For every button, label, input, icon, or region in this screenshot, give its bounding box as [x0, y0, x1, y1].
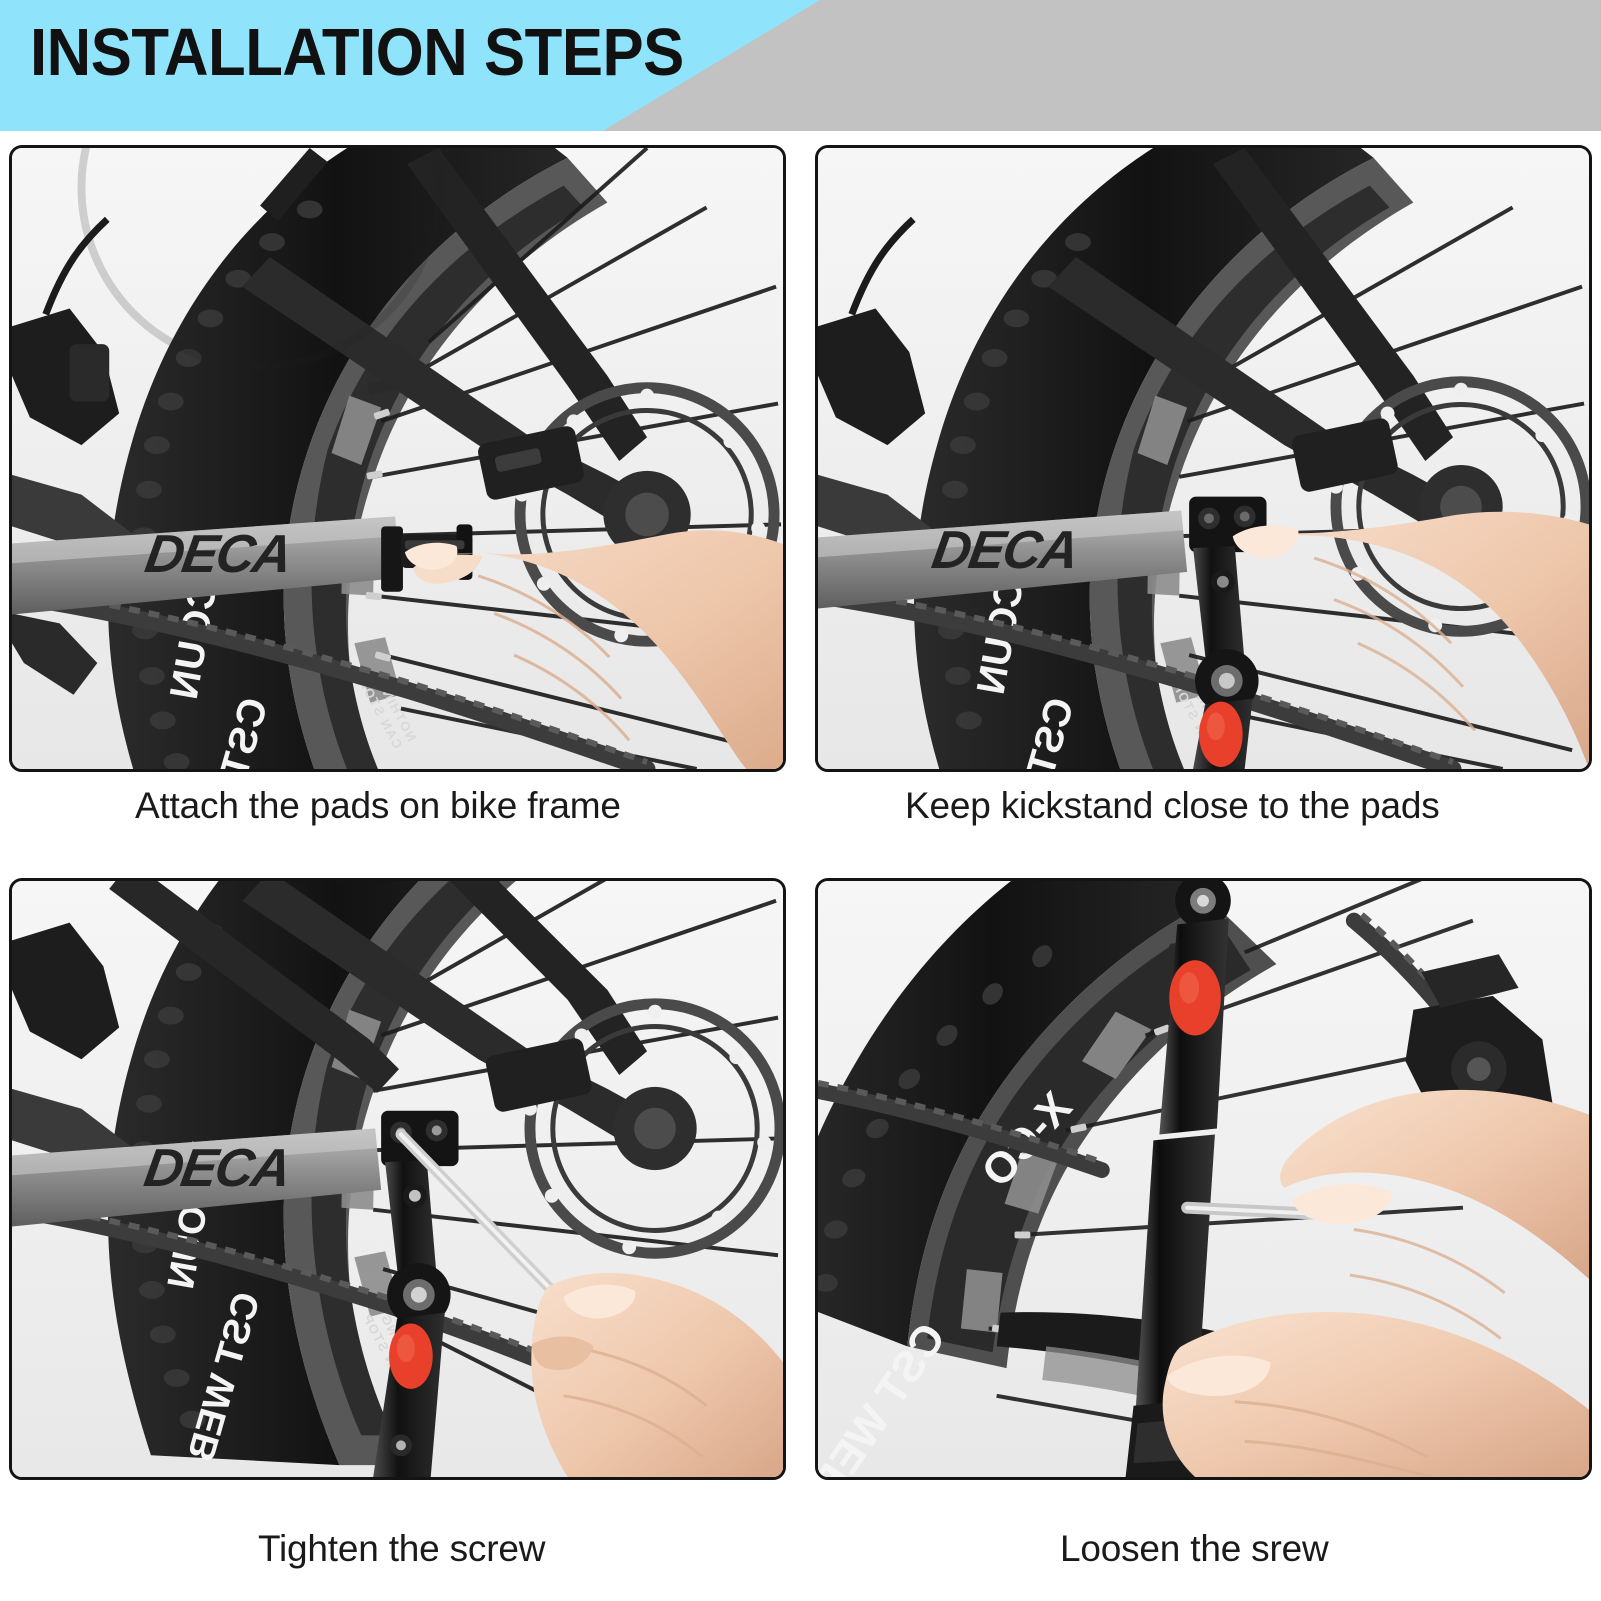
step-2-photo: CST WEB X-COUN NOTHING CAN STOP: [815, 145, 1592, 772]
hand: [531, 1272, 783, 1477]
step-4-caption: Loosen the srew: [1060, 1528, 1329, 1569]
step-2-illustration: CST WEB X-COUN NOTHING CAN STOP: [818, 148, 1589, 769]
step-4-photo: CST WEB X-CO: [815, 878, 1592, 1480]
frame-pad-bar: DECA: [12, 1128, 382, 1227]
page-title: INSTALLATION STEPS: [30, 15, 684, 90]
hand: [1232, 511, 1589, 769]
hex-key-tool: [395, 1129, 574, 1313]
step-3-photo: CST WEB X-COUN NOTHING CAN STOP: [9, 878, 786, 1480]
frame-decal-deca: DECA: [140, 1138, 293, 1198]
rear-derailleur: [12, 216, 141, 695]
hand: [404, 530, 783, 769]
frame-pad-bar: DECA: [12, 516, 401, 615]
rear-wheel: CST WEB X-COUN NOTHING CAN STOP: [914, 148, 1588, 769]
step-1-illustration: CST WEB X-COUN NOTHING CAN STOP: [12, 148, 783, 769]
step-3-caption: Tighten the screw: [258, 1528, 546, 1569]
step-1-photo: CST WEB X-COUN NOTHING CAN STOP: [9, 145, 786, 772]
step-1-caption: Attach the pads on bike frame: [135, 785, 621, 826]
rear-wheel: CST WEB X-COUN NOTHING CAN STOP: [108, 148, 782, 769]
hand-lower: [1162, 1312, 1589, 1477]
bike-chain: [818, 584, 1462, 769]
disc-brake: [485, 998, 783, 1259]
hex-key-tool: [1181, 1201, 1321, 1220]
hand-upper: [1280, 1089, 1589, 1340]
bike-chain: [12, 584, 656, 769]
step-4-illustration: CST WEB X-CO: [818, 881, 1589, 1477]
disc-brake: [478, 382, 780, 647]
header-banner: INSTALLATION STEPS: [0, 0, 1601, 131]
step-2-caption: Keep kickstand close to the pads: [905, 785, 1440, 826]
frame-pad-bar: DECA: [818, 510, 1188, 609]
step-3-illustration: CST WEB X-COUN NOTHING CAN STOP: [12, 881, 783, 1477]
frame-decal-deca: DECA: [928, 520, 1081, 580]
frame-decal-deca: DECA: [141, 524, 294, 584]
kickstand: [373, 1110, 459, 1477]
front-wheel-background: [77, 148, 443, 370]
svg-text:DECA: DECA: [141, 524, 294, 584]
